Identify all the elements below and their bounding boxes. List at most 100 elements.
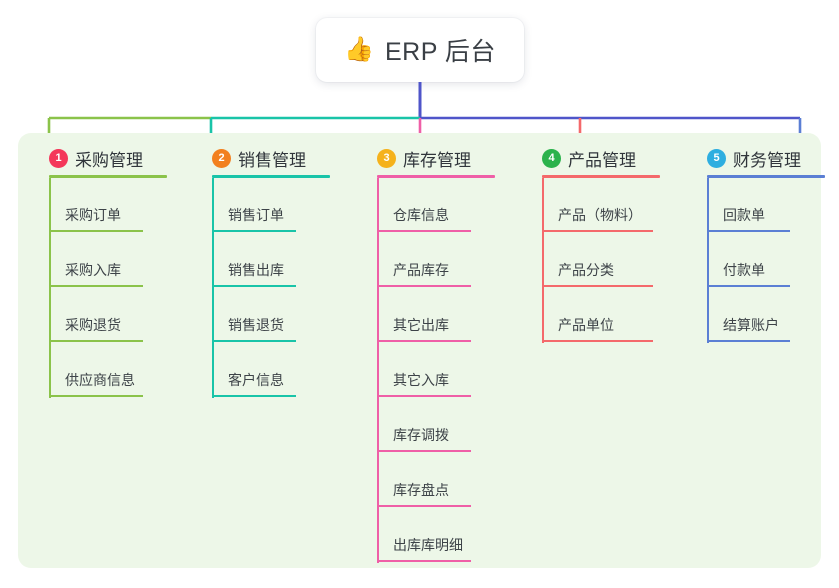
branch-item-underline (716, 285, 790, 287)
branch-item-stub (707, 340, 716, 342)
branch-column-财务管理: 5 财务管理回款单付款单结算账户 (688, 146, 825, 343)
branch-item-stub (377, 450, 386, 452)
branch-item-underline (386, 285, 471, 287)
branch-item-underline (386, 450, 471, 452)
branch-item[interactable]: 销售出库 (193, 233, 330, 288)
branch-number-badge: 2 (212, 148, 231, 168)
branch-item[interactable]: 其它入库 (358, 343, 495, 398)
branch-item-label: 产品分类 (558, 262, 614, 278)
branch-number-badge: 4 (542, 148, 561, 168)
branch-item-underline (551, 340, 653, 342)
branch-item-label: 客户信息 (228, 372, 284, 388)
branch-item-list: 采购订单采购入库采购退货供应商信息 (30, 178, 167, 398)
branch-item-label: 采购退货 (65, 317, 121, 333)
branch-item-stub (49, 340, 58, 342)
branch-number-badge: 3 (377, 148, 396, 168)
branch-item-stub (49, 285, 58, 287)
branch-item-label: 其它入库 (393, 372, 449, 388)
branch-item-underline (58, 395, 143, 397)
branch-item-label: 产品（物料） (558, 207, 642, 223)
branch-item-label: 销售订单 (228, 207, 284, 223)
root-node-title: ERP 后台 (384, 38, 496, 66)
branch-item-underline (58, 230, 143, 232)
branch-item[interactable]: 出库库明细 (358, 508, 495, 563)
branch-header-rule (542, 175, 660, 178)
branch-title: 财务管理 (733, 150, 801, 170)
branch-item[interactable]: 客户信息 (193, 343, 330, 398)
branch-header[interactable]: 5 财务管理 (707, 146, 825, 170)
branch-item-underline (221, 395, 296, 397)
branch-item-stub (377, 395, 386, 397)
branch-item[interactable]: 仓库信息 (358, 178, 495, 233)
branch-column-库存管理: 3 库存管理仓库信息产品库存其它出库其它入库库存调拨库存盘点出库库明细 (358, 146, 495, 563)
branch-item-list: 产品（物料） 产品分类产品单位 (523, 178, 660, 343)
branch-item-label: 产品单位 (558, 317, 614, 333)
branch-item-stub (377, 230, 386, 232)
branch-item-stub (377, 560, 386, 562)
branch-item-stub (542, 230, 551, 232)
branch-column-销售管理: 2 销售管理销售订单销售出库销售退货客户信息 (193, 146, 330, 398)
branch-title: 产品管理 (568, 150, 636, 170)
branch-spine (212, 178, 214, 398)
branch-item[interactable]: 产品单位 (523, 288, 660, 343)
branch-item-underline (221, 340, 296, 342)
branch-item[interactable]: 产品库存 (358, 233, 495, 288)
branch-item-label: 回款单 (723, 207, 765, 223)
branch-item-stub (377, 340, 386, 342)
branches-panel (18, 133, 821, 568)
branch-item[interactable]: 回款单 (688, 178, 825, 233)
branch-item[interactable]: 付款单 (688, 233, 825, 288)
branch-item-stub (49, 230, 58, 232)
branch-item-label: 结算账户 (723, 317, 779, 333)
branch-item[interactable]: 产品分类 (523, 233, 660, 288)
branch-title: 销售管理 (238, 150, 306, 170)
branch-item-stub (707, 285, 716, 287)
branch-item-list: 仓库信息产品库存其它出库其它入库库存调拨库存盘点出库库明细 (358, 178, 495, 563)
branch-item-label: 采购入库 (65, 262, 121, 278)
branch-title: 采购管理 (75, 150, 143, 170)
branch-header-rule (707, 175, 825, 178)
branch-item-underline (58, 340, 143, 342)
branch-title: 库存管理 (403, 150, 471, 170)
branch-item-underline (386, 560, 471, 562)
branch-column-产品管理: 4 产品管理产品（物料） 产品分类产品单位 (523, 146, 660, 343)
branch-item[interactable]: 采购订单 (30, 178, 167, 233)
branch-item-label: 库存盘点 (393, 482, 449, 498)
branch-header-rule (377, 175, 495, 178)
branch-spine (542, 178, 544, 343)
branch-item-underline (221, 285, 296, 287)
branch-item[interactable]: 结算账户 (688, 288, 825, 343)
branch-item[interactable]: 库存调拨 (358, 398, 495, 453)
branch-item-label: 产品库存 (393, 262, 449, 278)
branch-item[interactable]: 产品（物料） (523, 178, 660, 233)
root-node-content: 👍 ERP 后台 (344, 32, 496, 68)
branch-header[interactable]: 3 库存管理 (377, 146, 495, 170)
branch-item[interactable]: 供应商信息 (30, 343, 167, 398)
branch-item-stub (377, 285, 386, 287)
branch-item[interactable]: 其它出库 (358, 288, 495, 343)
branch-item-underline (551, 285, 653, 287)
branch-item-stub (542, 340, 551, 342)
branch-item-label: 采购订单 (65, 207, 121, 223)
branch-header[interactable]: 4 产品管理 (542, 146, 660, 170)
branch-item-label: 销售出库 (228, 262, 284, 278)
root-node[interactable]: 👍 ERP 后台 (316, 18, 524, 82)
branch-header[interactable]: 2 销售管理 (212, 146, 330, 170)
branch-spine (49, 178, 51, 398)
branch-item-underline (386, 395, 471, 397)
branch-item[interactable]: 采购入库 (30, 233, 167, 288)
branch-item-underline (221, 230, 296, 232)
branch-item[interactable]: 销售订单 (193, 178, 330, 233)
branch-item-stub (542, 285, 551, 287)
branch-number-badge: 5 (707, 148, 726, 168)
branch-spine (707, 178, 709, 343)
branch-item-label: 库存调拨 (393, 427, 449, 443)
branch-item[interactable]: 销售退货 (193, 288, 330, 343)
branch-item[interactable]: 采购退货 (30, 288, 167, 343)
branch-item-stub (377, 505, 386, 507)
branch-item[interactable]: 库存盘点 (358, 453, 495, 508)
branch-item-label: 销售退货 (228, 317, 284, 333)
branch-item-underline (386, 340, 471, 342)
